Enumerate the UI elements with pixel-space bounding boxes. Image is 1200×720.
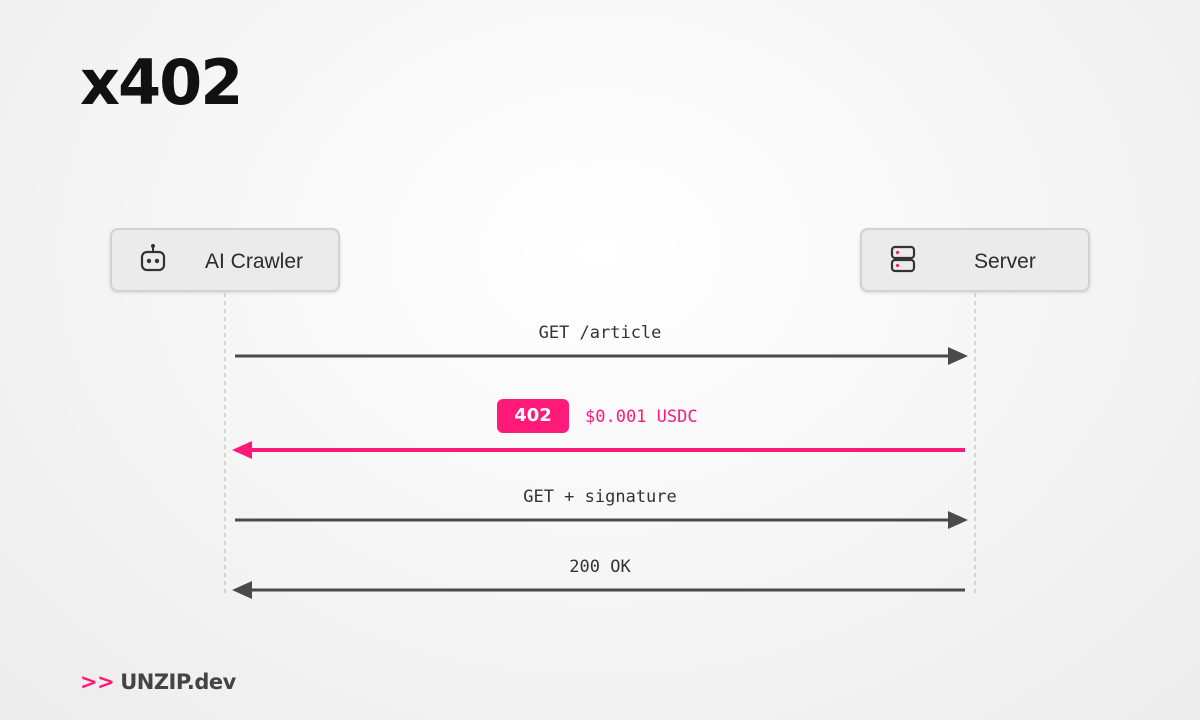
arrow-402-payment-required — [232, 441, 965, 459]
server-icon — [890, 245, 916, 273]
arrow-get-signature — [235, 511, 968, 529]
message-get-signature: GET + signature — [523, 487, 677, 507]
arrow-200-ok — [232, 581, 965, 599]
page-title: x402 — [80, 46, 243, 119]
actor-server: Server — [860, 228, 1090, 292]
robot-icon — [140, 244, 166, 272]
brand-footer: >>UNZIP.dev — [80, 670, 236, 694]
actor-ai-crawler: AI Crawler — [110, 228, 340, 292]
status-badge: 402 — [497, 399, 569, 433]
chevron-right-icon: >> — [80, 670, 115, 694]
message-get-article: GET /article — [538, 323, 662, 343]
arrow-get-article — [235, 347, 968, 365]
message-200-ok: 200 OK — [569, 557, 631, 577]
actor-label: Server — [974, 250, 1036, 273]
brand-name: UNZIP.dev — [120, 670, 236, 694]
price-label: $0.001 USDC — [585, 407, 698, 427]
actor-label: AI Crawler — [205, 250, 304, 273]
